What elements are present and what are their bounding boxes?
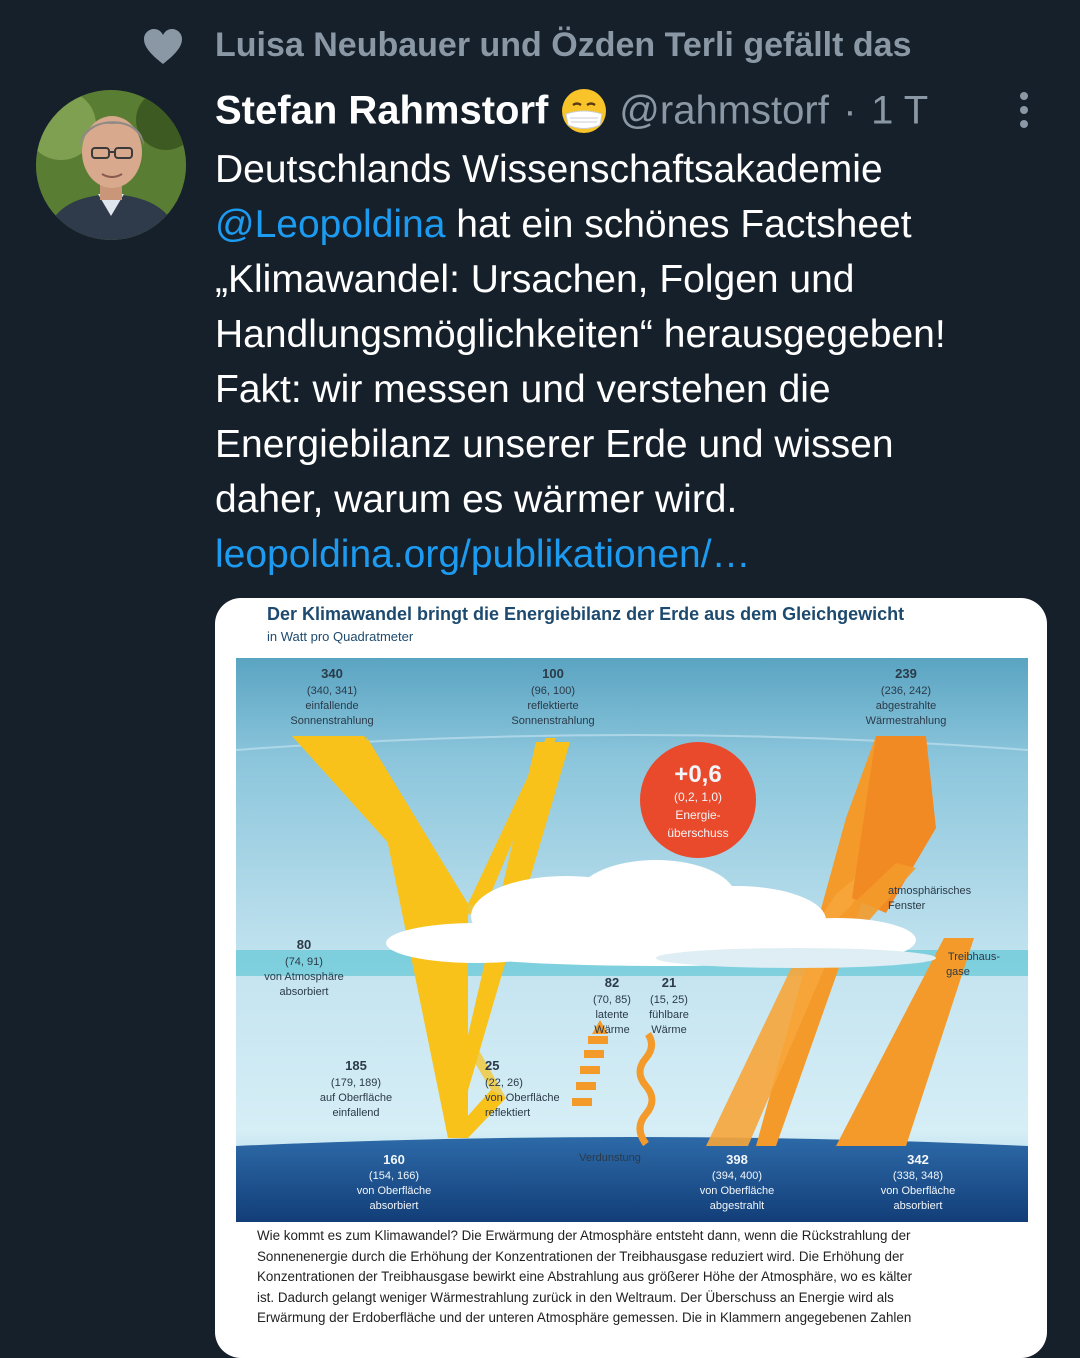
label-incoming-l2: Sonnenstrahlung bbox=[290, 715, 373, 727]
caption-line: Erwärmung der Erdoberfläche und der unte… bbox=[257, 1310, 912, 1326]
label-window-l2: Fenster bbox=[888, 900, 926, 912]
label-backrad-value: 342 bbox=[907, 1152, 929, 1167]
label-emitted-l1: abgestrahlte bbox=[876, 700, 937, 712]
label-surface-in-range: (179, 189) bbox=[331, 1077, 381, 1089]
tweet-line-text: hat ein schönes Factsheet bbox=[456, 203, 912, 246]
label-reflected-l2: Sonnenstrahlung bbox=[511, 715, 594, 727]
label-surplus-range: (0,2, 1,0) bbox=[674, 790, 722, 804]
label-atm-value: 80 bbox=[297, 937, 311, 952]
label-incoming-range: (340, 341) bbox=[307, 685, 357, 697]
tweet-line: Energiebilanz unserer Erde und wissen bbox=[215, 423, 894, 466]
label-ghg-l1: Treibhaus- bbox=[948, 951, 1001, 963]
label-surface-in-value: 185 bbox=[345, 1058, 367, 1073]
avatar[interactable] bbox=[36, 90, 186, 240]
label-surface-refl-l1: von Oberfläche bbox=[485, 1092, 560, 1104]
label-backrad-l2: absorbiert bbox=[894, 1200, 943, 1212]
label-sensible-l1: fühlbare bbox=[649, 1009, 689, 1021]
caption-line: Konzentrationen der Treibhausgase bewirk… bbox=[257, 1269, 913, 1285]
label-surplus-l2: überschuss bbox=[667, 826, 728, 840]
tweet-line: daher, warum es wärmer wird. bbox=[215, 478, 738, 521]
surplus-circle bbox=[640, 742, 756, 858]
label-surface-emit-l1: von Oberfläche bbox=[700, 1185, 775, 1197]
sensible-heat-arrow bbox=[636, 1032, 656, 1147]
author-name[interactable]: Stefan Rahmstorf bbox=[215, 88, 549, 133]
figure-subtitle: in Watt pro Quadratmeter bbox=[267, 629, 414, 644]
timestamp[interactable]: 1 T bbox=[871, 88, 929, 133]
label-backrad-range: (338, 348) bbox=[893, 1170, 943, 1182]
label-backrad-l1: von Oberfläche bbox=[881, 1185, 956, 1197]
label-evaporation: Verdunstung bbox=[579, 1152, 641, 1164]
label-reflected-range: (96, 100) bbox=[531, 685, 575, 697]
label-incoming-value: 340 bbox=[321, 666, 343, 681]
label-latent-l1: latente bbox=[595, 1009, 628, 1021]
tweet-image[interactable]: Der Klimawandel bringt die Energiebilanz… bbox=[215, 598, 1047, 1358]
label-surface-abs-range: (154, 166) bbox=[369, 1170, 419, 1182]
label-window-l1: atmosphärisches bbox=[888, 885, 972, 897]
label-surplus-l1: Energie- bbox=[675, 808, 720, 822]
figure-title: Der Klimawandel bringt die Energiebilanz… bbox=[267, 604, 905, 624]
social-context: Luisa Neubauer und Özden Terli gefällt d… bbox=[0, 20, 1080, 72]
heart-icon bbox=[144, 29, 182, 64]
label-emitted-value: 239 bbox=[895, 666, 917, 681]
label-surface-refl-value: 25 bbox=[485, 1058, 499, 1073]
label-surface-in-l1: auf Oberfläche bbox=[320, 1092, 392, 1104]
liked-by-text[interactable]: Luisa Neubauer und Özden Terli gefällt d… bbox=[215, 26, 912, 64]
label-emitted-range: (236, 242) bbox=[881, 685, 931, 697]
label-surface-abs-l2: absorbiert bbox=[370, 1200, 419, 1212]
label-reflected-l1: reflektierte bbox=[527, 700, 578, 712]
label-atm-l2: absorbiert bbox=[280, 986, 329, 998]
label-reflected-value: 100 bbox=[542, 666, 564, 681]
label-emitted-l2: Wärmestrahlung bbox=[866, 715, 947, 727]
tweet-line: @Leopoldina hat ein schönes Factsheet bbox=[215, 197, 1055, 252]
label-surface-abs-l1: von Oberfläche bbox=[357, 1185, 432, 1197]
tweet-text: Deutschlands Wissenschaftsakademie @Leop… bbox=[215, 142, 1055, 582]
label-incoming-l1: einfallende bbox=[305, 700, 358, 712]
tweet-line: „Klimawandel: Ursachen, Folgen und bbox=[215, 258, 855, 301]
label-latent-value: 82 bbox=[605, 975, 619, 990]
tweet-line: Fakt: wir messen und verstehen die bbox=[215, 368, 831, 411]
energy-balance-diagram: 340 (340, 341) einfallende Sonnenstrahlu… bbox=[236, 658, 1028, 1222]
label-surface-emit-l2: abgestrahlt bbox=[710, 1200, 764, 1212]
label-latent-l2: Wärme bbox=[594, 1024, 629, 1036]
label-surface-emit-value: 398 bbox=[726, 1152, 748, 1167]
caption-line: Wie kommt es zum Klimawandel? Die Erwärm… bbox=[257, 1228, 911, 1243]
label-surface-refl-range: (22, 26) bbox=[485, 1077, 523, 1089]
back-radiation-beam bbox=[836, 938, 974, 1146]
label-sensible-l2: Wärme bbox=[651, 1024, 686, 1036]
caption-line: ist. Dadurch gelangt weniger Wärmestrahl… bbox=[257, 1289, 894, 1305]
url-link[interactable]: leopoldina.org/publikationen/… bbox=[215, 533, 751, 576]
tweet-line: Handlungsmöglichkeiten“ herausgegeben! bbox=[215, 313, 946, 356]
author-handle[interactable]: @rahmstorf bbox=[619, 88, 829, 133]
face-with-mask-icon bbox=[561, 89, 606, 133]
label-surface-abs-value: 160 bbox=[383, 1152, 405, 1167]
clouds bbox=[386, 860, 936, 968]
separator-dot: · bbox=[843, 88, 857, 133]
mention-link[interactable]: @Leopoldina bbox=[215, 203, 446, 246]
latent-heat-arrow bbox=[572, 1020, 608, 1106]
tweet-header: Stefan Rahmstorf @rahmstorf · 1 T bbox=[215, 88, 1055, 138]
figure-caption: Wie kommt es zum Klimawandel? Die Erwärm… bbox=[257, 1226, 1007, 1329]
ocean bbox=[236, 1137, 1028, 1222]
more-options-icon[interactable] bbox=[1010, 90, 1038, 130]
label-surface-emit-range: (394, 400) bbox=[712, 1170, 762, 1182]
label-sensible-value: 21 bbox=[662, 975, 676, 990]
label-latent-range: (70, 85) bbox=[593, 994, 631, 1006]
label-ghg-l2: gase bbox=[946, 966, 970, 978]
label-atm-range: (74, 91) bbox=[285, 956, 323, 968]
tweet-line: Deutschlands Wissenschaftsakademie bbox=[215, 148, 883, 191]
label-surplus-value: +0,6 bbox=[674, 761, 721, 788]
label-surface-refl-l2: reflektiert bbox=[485, 1107, 530, 1119]
author-photo bbox=[36, 90, 186, 240]
caption-line: Sonnenenergie durch die Erhöhung der Kon… bbox=[257, 1248, 904, 1264]
label-surface-in-l2: einfallend bbox=[332, 1107, 379, 1119]
label-sensible-range: (15, 25) bbox=[650, 994, 688, 1006]
label-atm-l1: von Atmosphäre bbox=[264, 971, 344, 983]
